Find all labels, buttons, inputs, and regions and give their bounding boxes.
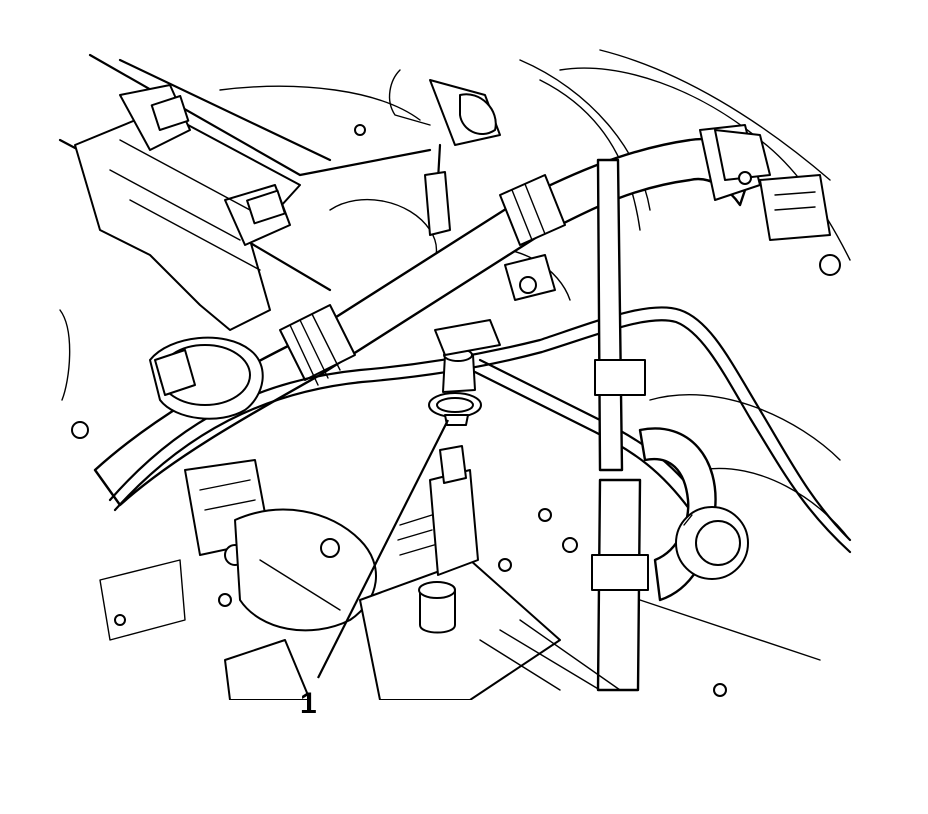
callout-label-1: 1 bbox=[300, 687, 317, 720]
upper-harness-connector bbox=[388, 69, 556, 356]
coolant-pipes bbox=[591, 158, 717, 692]
right-side-connectors bbox=[714, 129, 841, 276]
electrical-connector bbox=[397, 445, 479, 576]
throttle-body bbox=[149, 336, 377, 632]
sensor bbox=[428, 348, 482, 426]
engine-bay-drawing bbox=[58, 49, 852, 700]
callout-leader-line bbox=[317, 419, 449, 679]
ignition-coil-pack bbox=[74, 84, 301, 331]
lower-manifold bbox=[99, 559, 821, 700]
filler-cap bbox=[675, 506, 749, 580]
fuel-line bbox=[108, 306, 852, 554]
fasteners bbox=[71, 124, 727, 697]
